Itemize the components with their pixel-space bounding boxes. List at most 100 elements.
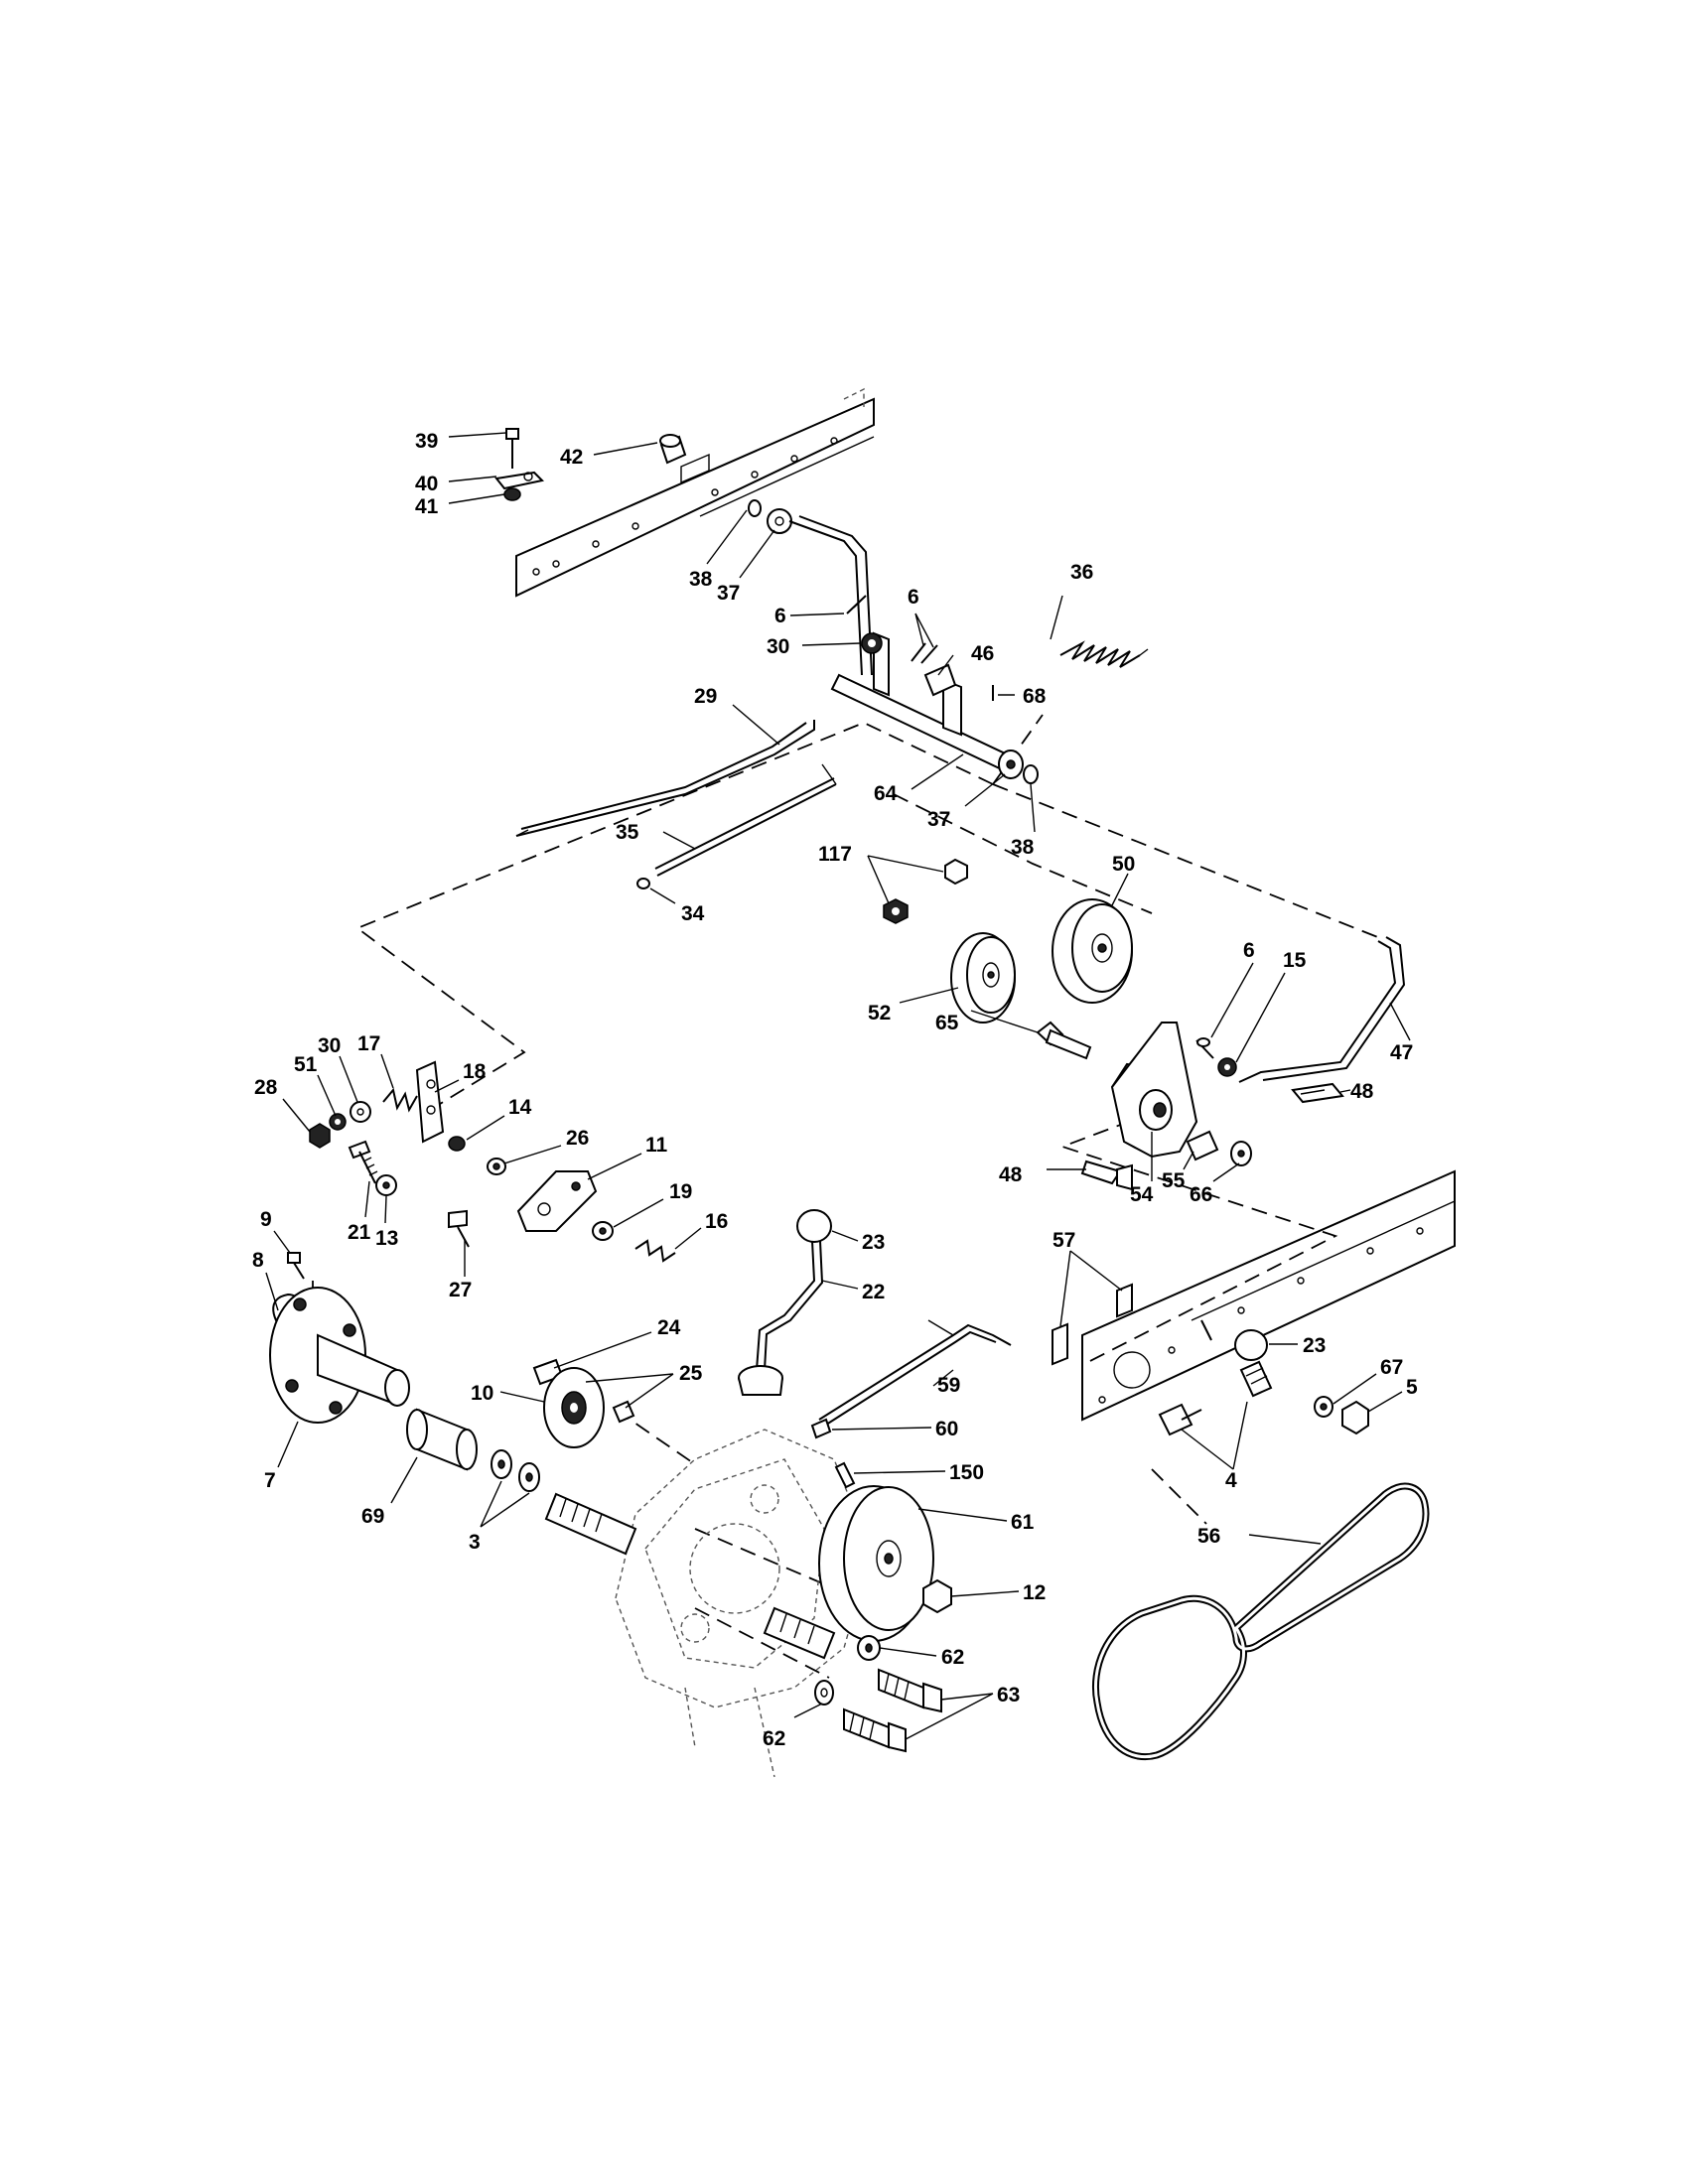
nut-117a bbox=[944, 858, 968, 886]
callout-26: 26 bbox=[566, 1127, 589, 1150]
rod-35 bbox=[654, 763, 837, 877]
callout-66: 66 bbox=[1190, 1183, 1212, 1206]
callout-37: 37 bbox=[927, 808, 950, 831]
rod-47 bbox=[1238, 936, 1406, 1083]
callout-39: 39 bbox=[415, 430, 438, 453]
bracket-40 bbox=[494, 471, 545, 490]
callout-69: 69 bbox=[361, 1505, 384, 1528]
washer-13 bbox=[375, 1174, 397, 1196]
callout-22: 22 bbox=[862, 1281, 885, 1303]
callout-46: 46 bbox=[971, 642, 994, 665]
bushing-19 bbox=[592, 1221, 614, 1241]
bushing-42 bbox=[659, 434, 687, 465]
screw-9 bbox=[287, 1252, 305, 1280]
callout-4: 4 bbox=[1225, 1469, 1237, 1492]
pin-6c bbox=[1195, 1037, 1214, 1059]
nut-5 bbox=[1341, 1400, 1369, 1435]
knob-23b bbox=[1234, 1329, 1268, 1361]
callout-56: 56 bbox=[1197, 1525, 1220, 1548]
callout-15: 15 bbox=[1283, 949, 1307, 972]
bolt-48a bbox=[1291, 1082, 1344, 1104]
callout-6: 6 bbox=[1243, 939, 1255, 962]
spring-17 bbox=[382, 1087, 418, 1113]
frame-rail-lower bbox=[1081, 1169, 1456, 1422]
shift-lever-22 bbox=[738, 1240, 824, 1396]
callout-42: 42 bbox=[560, 446, 583, 469]
nut-41 bbox=[503, 487, 521, 501]
callout-47: 47 bbox=[1390, 1041, 1413, 1064]
callout-34: 34 bbox=[681, 902, 705, 925]
pin-4 bbox=[1200, 1319, 1212, 1341]
callout-24: 24 bbox=[657, 1316, 681, 1339]
bolts-4 bbox=[1158, 1360, 1273, 1436]
spacer-14 bbox=[448, 1136, 466, 1152]
pulley-50 bbox=[1052, 898, 1133, 1004]
bolt-27 bbox=[448, 1209, 470, 1248]
link-46 bbox=[923, 663, 957, 697]
knob-23a bbox=[796, 1209, 832, 1243]
nut-28 bbox=[309, 1123, 331, 1149]
callout-117: 117 bbox=[818, 843, 852, 866]
callout-60: 60 bbox=[935, 1418, 958, 1440]
washer-38-top bbox=[748, 499, 762, 517]
callout-5: 5 bbox=[1406, 1376, 1418, 1399]
callout-16: 16 bbox=[705, 1210, 728, 1233]
callout-38: 38 bbox=[1011, 836, 1035, 859]
callout-55: 55 bbox=[1162, 1169, 1186, 1192]
brackets-57 bbox=[1052, 1283, 1133, 1366]
bolt-48b bbox=[1080, 1160, 1133, 1191]
callout-21: 21 bbox=[348, 1221, 371, 1244]
washer-30-top bbox=[861, 632, 883, 654]
washer-62a bbox=[857, 1635, 881, 1661]
washer-15 bbox=[1217, 1057, 1237, 1077]
callout-9: 9 bbox=[260, 1208, 272, 1231]
bolt-39 bbox=[505, 428, 519, 469]
disc-10 bbox=[543, 1367, 605, 1448]
transaxle-axle-lower bbox=[763, 1606, 836, 1660]
callout-27: 27 bbox=[449, 1279, 472, 1301]
callout-38: 38 bbox=[689, 568, 713, 591]
callout-36: 36 bbox=[1070, 561, 1093, 584]
idler-bracket-54 bbox=[1110, 1022, 1198, 1159]
key-150 bbox=[834, 1461, 856, 1489]
callout-41: 41 bbox=[415, 495, 439, 518]
bushing-26 bbox=[487, 1158, 506, 1175]
callout-37: 37 bbox=[717, 582, 740, 605]
callout-68: 68 bbox=[1023, 685, 1047, 708]
callout-13: 13 bbox=[375, 1227, 398, 1250]
nut-117b bbox=[883, 898, 909, 924]
frame-rail-upper bbox=[515, 387, 875, 598]
sleeve-69 bbox=[406, 1408, 478, 1471]
spring-36 bbox=[1059, 640, 1149, 668]
callout-59: 59 bbox=[937, 1374, 960, 1397]
rod-29 bbox=[515, 720, 815, 837]
bracket-18 bbox=[415, 1060, 445, 1144]
nut-12 bbox=[922, 1578, 952, 1614]
callout-62: 62 bbox=[941, 1646, 964, 1669]
washer-62b bbox=[814, 1680, 834, 1706]
washer-30-left bbox=[350, 1101, 371, 1123]
belt-56 bbox=[1092, 1482, 1430, 1761]
callout-150: 150 bbox=[949, 1461, 984, 1484]
callout-64: 64 bbox=[874, 782, 898, 805]
callout-51: 51 bbox=[294, 1053, 318, 1076]
callout-65: 65 bbox=[935, 1012, 959, 1034]
callout-17: 17 bbox=[357, 1032, 380, 1055]
hub-7 bbox=[269, 1287, 410, 1424]
washer-67 bbox=[1314, 1396, 1333, 1418]
callout-18: 18 bbox=[463, 1060, 487, 1083]
callout-67: 67 bbox=[1380, 1356, 1403, 1379]
callout-19: 19 bbox=[669, 1180, 692, 1203]
bolts-63 bbox=[843, 1668, 942, 1753]
callouts: 39 40 41 42 38 37 36 6 6 30 46 68 29 64 … bbox=[252, 430, 1418, 1750]
callout-30: 30 bbox=[767, 635, 789, 658]
washers-3 bbox=[491, 1449, 540, 1492]
clip-60 bbox=[810, 1418, 832, 1439]
spring-pin-6a bbox=[846, 595, 867, 614]
washer-37-top bbox=[767, 508, 792, 534]
callout-10: 10 bbox=[471, 1382, 493, 1405]
callout-7: 7 bbox=[264, 1469, 276, 1492]
callout-25: 25 bbox=[679, 1362, 703, 1385]
callout-54: 54 bbox=[1130, 1183, 1154, 1206]
washer-38-right bbox=[1023, 764, 1039, 784]
